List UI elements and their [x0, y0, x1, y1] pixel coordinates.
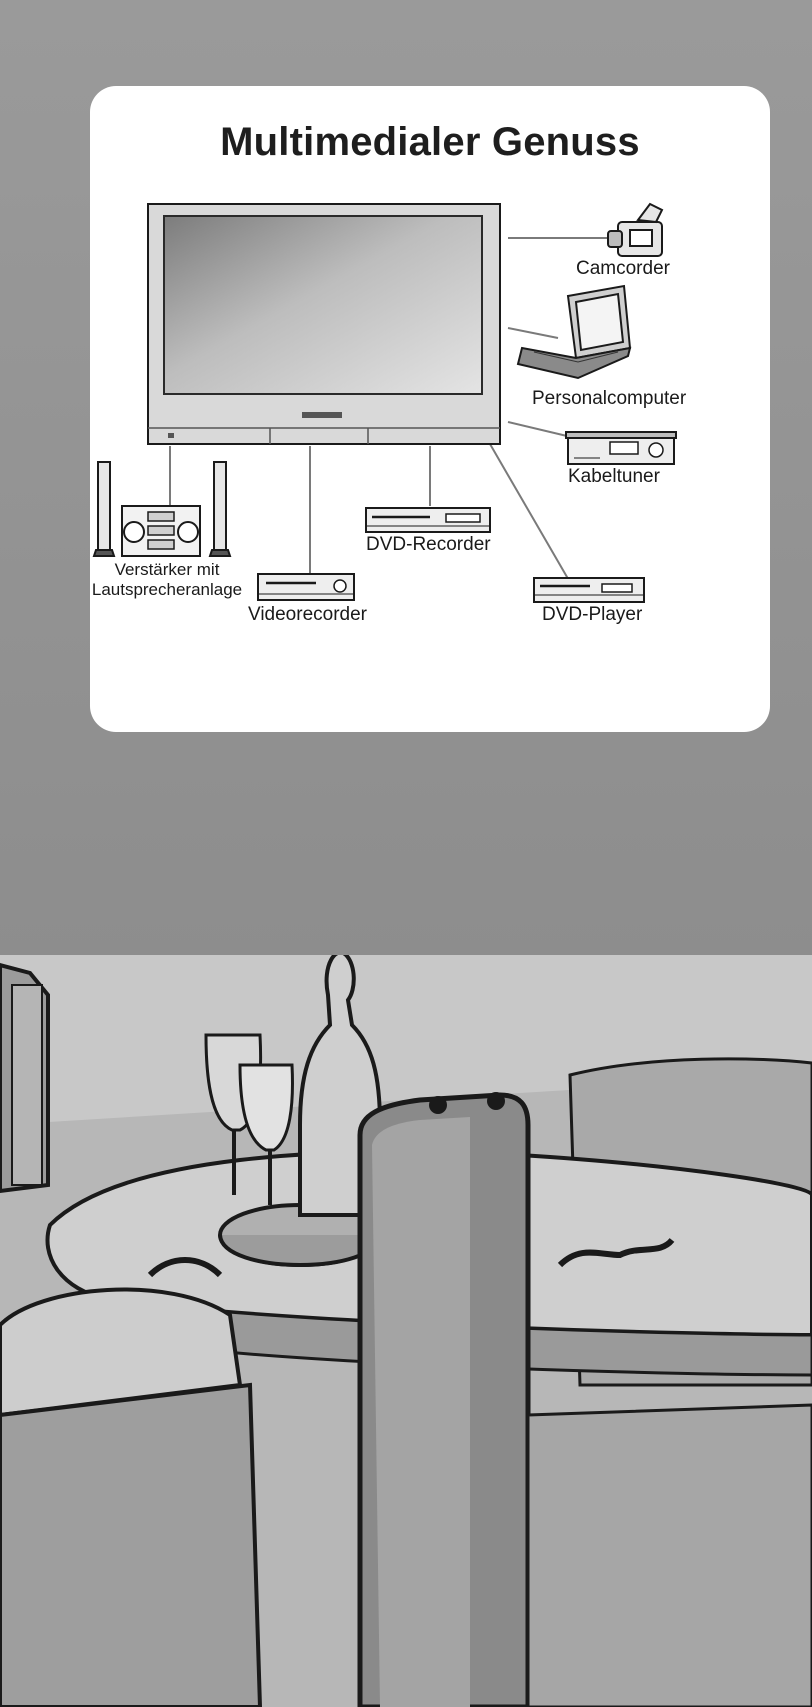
cable-tuner-label: Kabeltuner: [568, 466, 660, 487]
dvd-player-label: DVD-Player: [542, 604, 643, 625]
pc-label: Personalcomputer: [532, 388, 687, 409]
television-icon: [147, 203, 501, 445]
videorecorder-icon: [257, 573, 355, 601]
dvd-player-icon: [533, 577, 645, 603]
connection-diagram: [92, 202, 677, 603]
diagram-title: Multimedialer Genuss: [220, 120, 640, 164]
camcorder-icon: [607, 202, 664, 257]
amplifier-label: Verstärker mit Lautsprecheranlage: [82, 560, 252, 600]
amplifier-speaker-system-icon: [92, 461, 232, 557]
videorecorder-label: Videorecorder: [248, 604, 368, 625]
dvd-recorder-label: DVD-Recorder: [366, 534, 491, 555]
living-room-illustration: [0, 955, 812, 1707]
laptop-icon: [516, 284, 632, 380]
dvd-recorder-icon: [365, 507, 491, 533]
amplifier-label-line2: Lautsprecheranlage: [91, 580, 243, 599]
camcorder-label: Camcorder: [576, 258, 670, 279]
cable-tuner-icon: [565, 431, 677, 465]
amplifier-label-line1: Verstärker mit: [114, 560, 220, 579]
connection-diagram-card: Multimedialer Genuss: [90, 86, 770, 732]
